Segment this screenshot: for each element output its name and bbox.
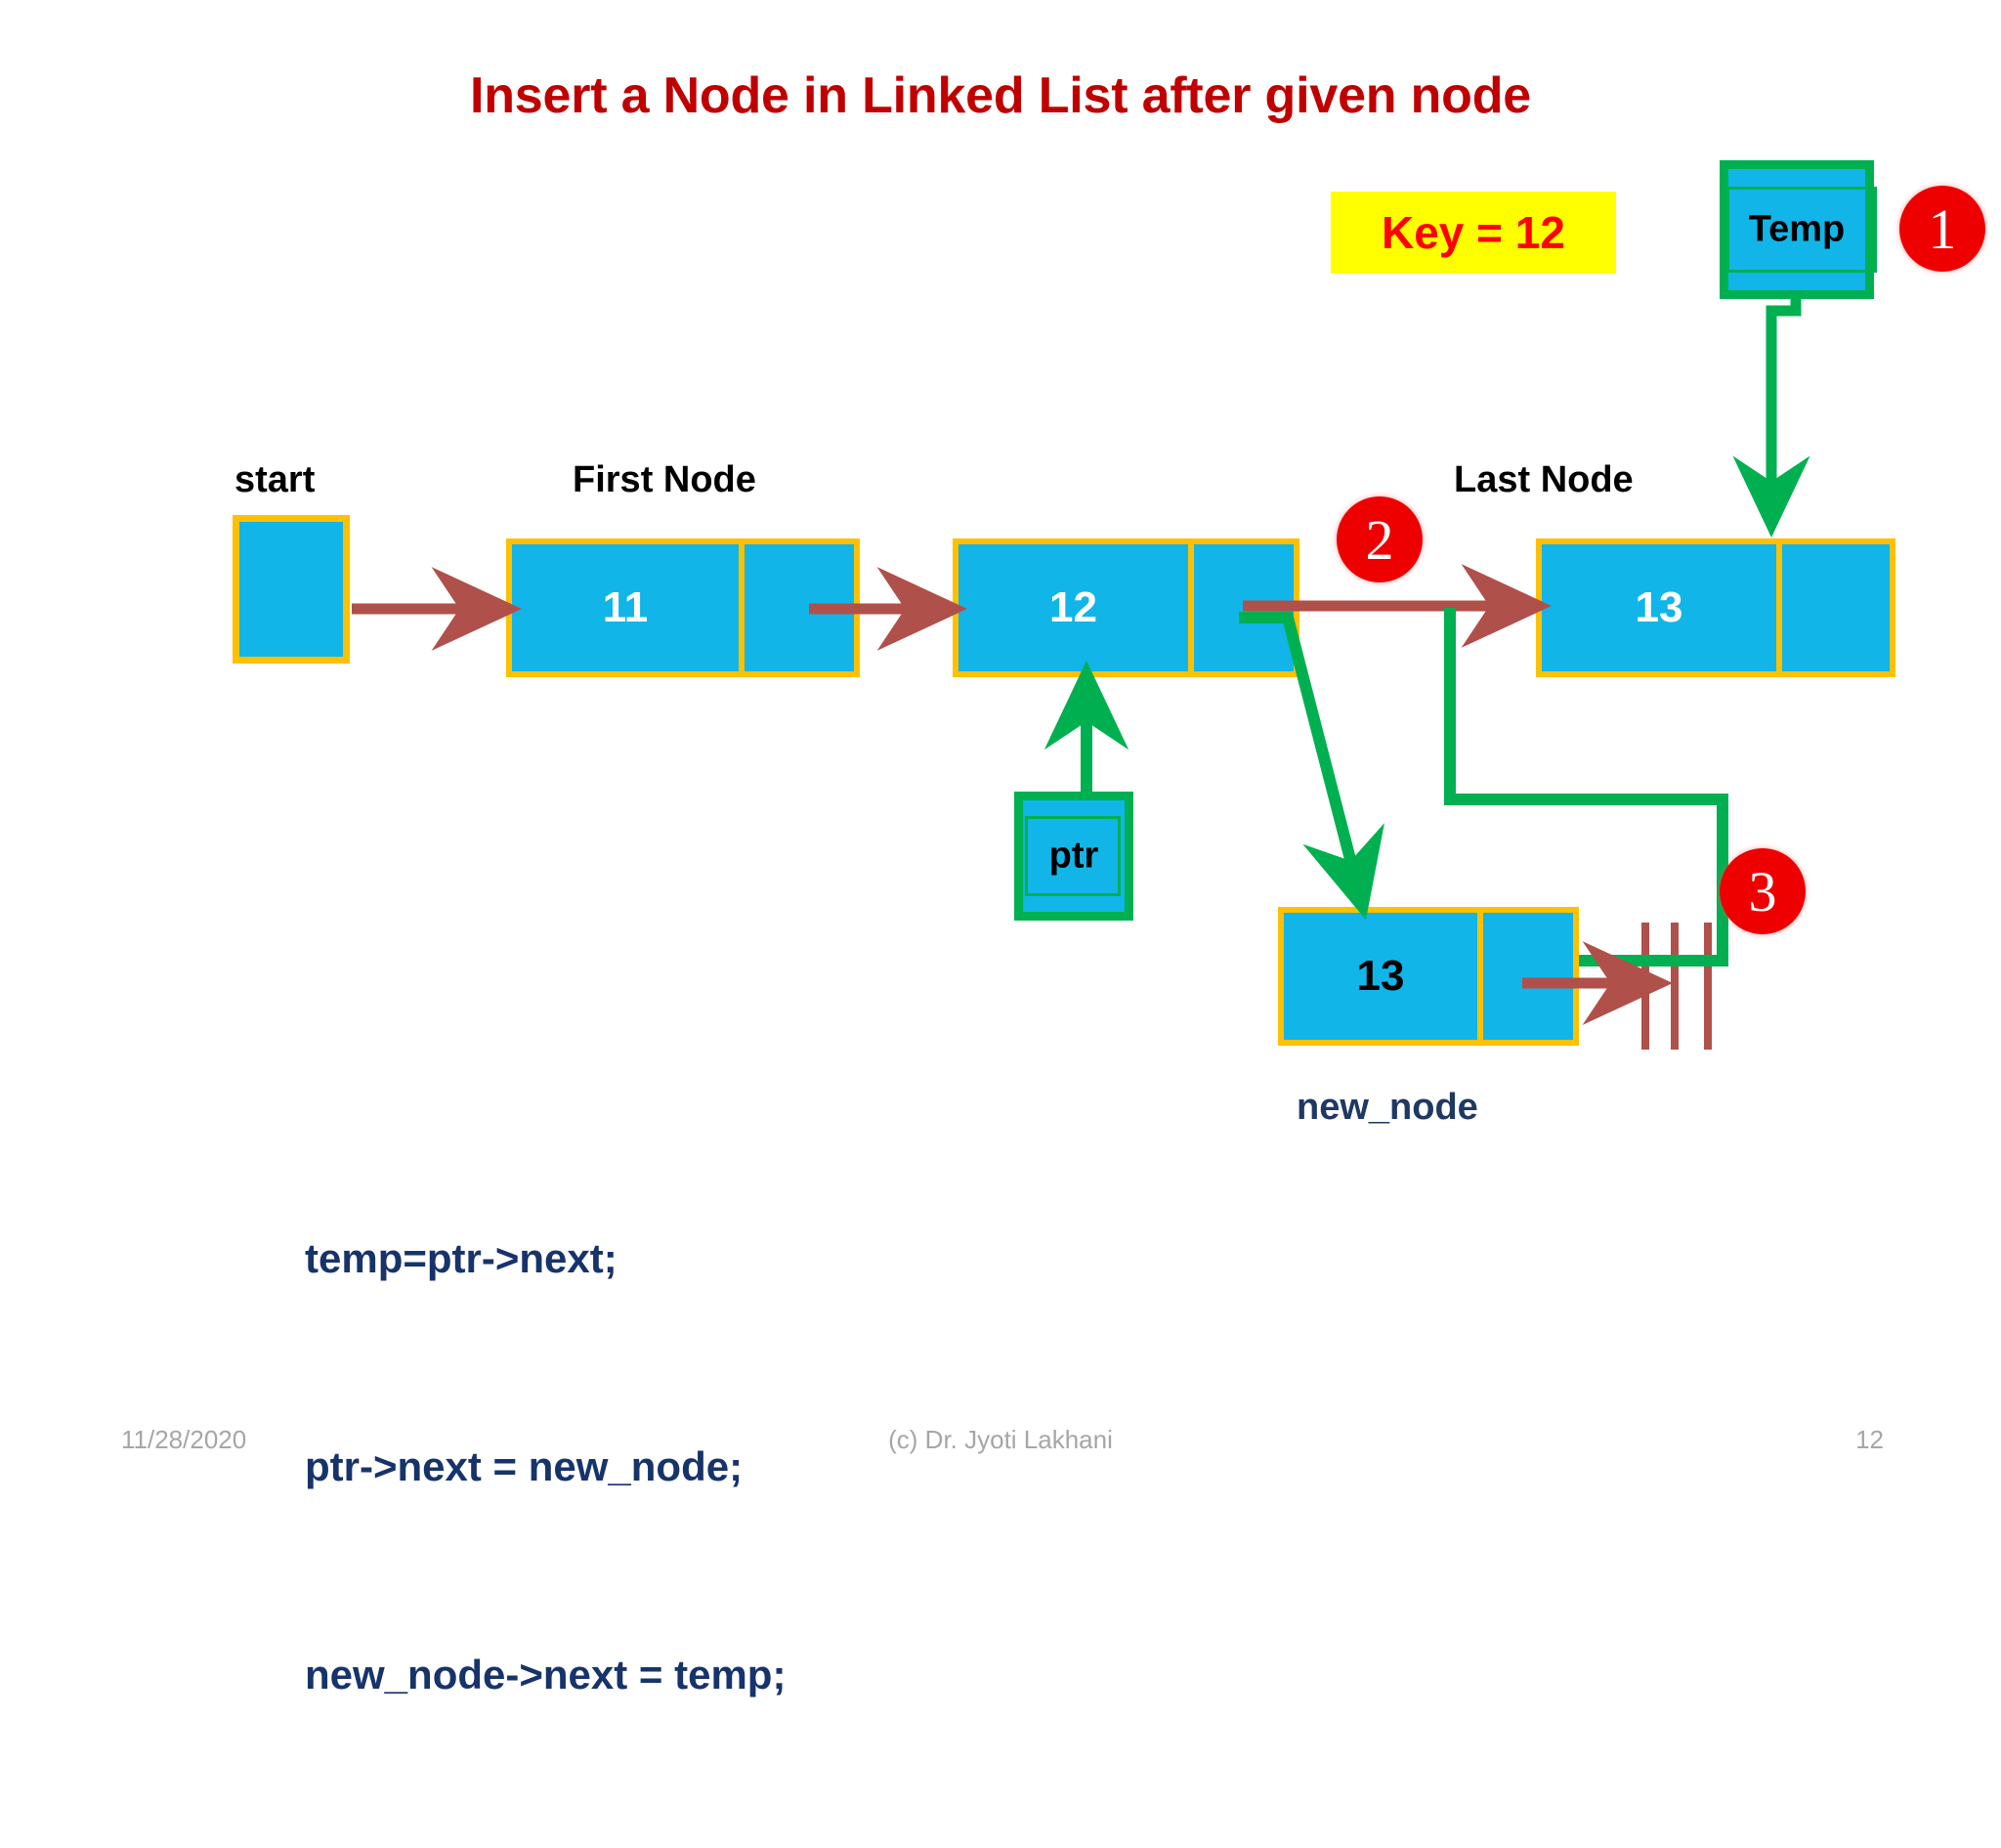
node-first: 11 xyxy=(506,538,860,677)
temp-pointer-box: Temp xyxy=(1720,160,1877,299)
node-middle-data: 12 xyxy=(958,544,1188,671)
ptr-pointer-box: ptr xyxy=(1014,792,1133,921)
ptr-box-inner-rule xyxy=(1025,816,1121,896)
node-first-data: 11 xyxy=(512,544,739,671)
node-new-link xyxy=(1483,913,1573,1040)
step-badge-1: 1 xyxy=(1899,186,1985,272)
node-new: 13 xyxy=(1278,907,1579,1046)
connector-overlay xyxy=(352,299,1810,1025)
null-marker-bar xyxy=(1704,923,1712,1050)
temp-pointer-label: Temp xyxy=(1748,208,1846,250)
label-first-node: First Node xyxy=(573,459,756,500)
code-line-3: new_node->next = temp; xyxy=(305,1652,787,1698)
slide-canvas: Insert a Node in Linked List after given… xyxy=(121,67,1985,1698)
null-marker-bar xyxy=(1671,923,1679,1050)
node-new-data: 13 xyxy=(1284,913,1477,1040)
label-last-node: Last Node xyxy=(1454,459,1634,500)
step-badge-2: 2 xyxy=(1337,496,1423,582)
node-last: 13 xyxy=(1536,538,1895,677)
code-line-2: ptr->next = new_node; xyxy=(305,1443,744,1489)
footer-copyright: (c) Dr. Jyoti Lakhani xyxy=(888,1425,1113,1454)
start-cell xyxy=(239,522,343,657)
node-first-link xyxy=(745,544,854,671)
label-start: start xyxy=(234,459,316,500)
footer-page-number: 12 xyxy=(1855,1425,1884,1454)
key-value-text: Key = 12 xyxy=(1382,207,1565,258)
footer-date: 11/28/2020 xyxy=(121,1425,247,1454)
ptr-pointer-label: ptr xyxy=(1048,835,1099,877)
node-last-data: 13 xyxy=(1542,544,1776,671)
node-last-link xyxy=(1782,544,1890,671)
step-badge-3: 3 xyxy=(1720,848,1806,934)
temp-box-inner-rule xyxy=(1726,187,1877,273)
start-pointer-box xyxy=(233,515,350,664)
null-marker-bar xyxy=(1641,923,1649,1050)
node-middle: 12 xyxy=(953,538,1299,677)
arrow-temp-to-last xyxy=(1732,299,1810,538)
page-title: Insert a Node in Linked List after given… xyxy=(469,67,1532,124)
key-value-box: Key = 12 xyxy=(1331,192,1616,274)
code-block: temp=ptr->next; ptr->next = new_node; ne… xyxy=(305,1085,786,1848)
node-middle-link xyxy=(1194,544,1294,671)
label-new-node: new_node xyxy=(1297,1087,1478,1128)
code-line-1: temp=ptr->next; xyxy=(305,1235,617,1281)
